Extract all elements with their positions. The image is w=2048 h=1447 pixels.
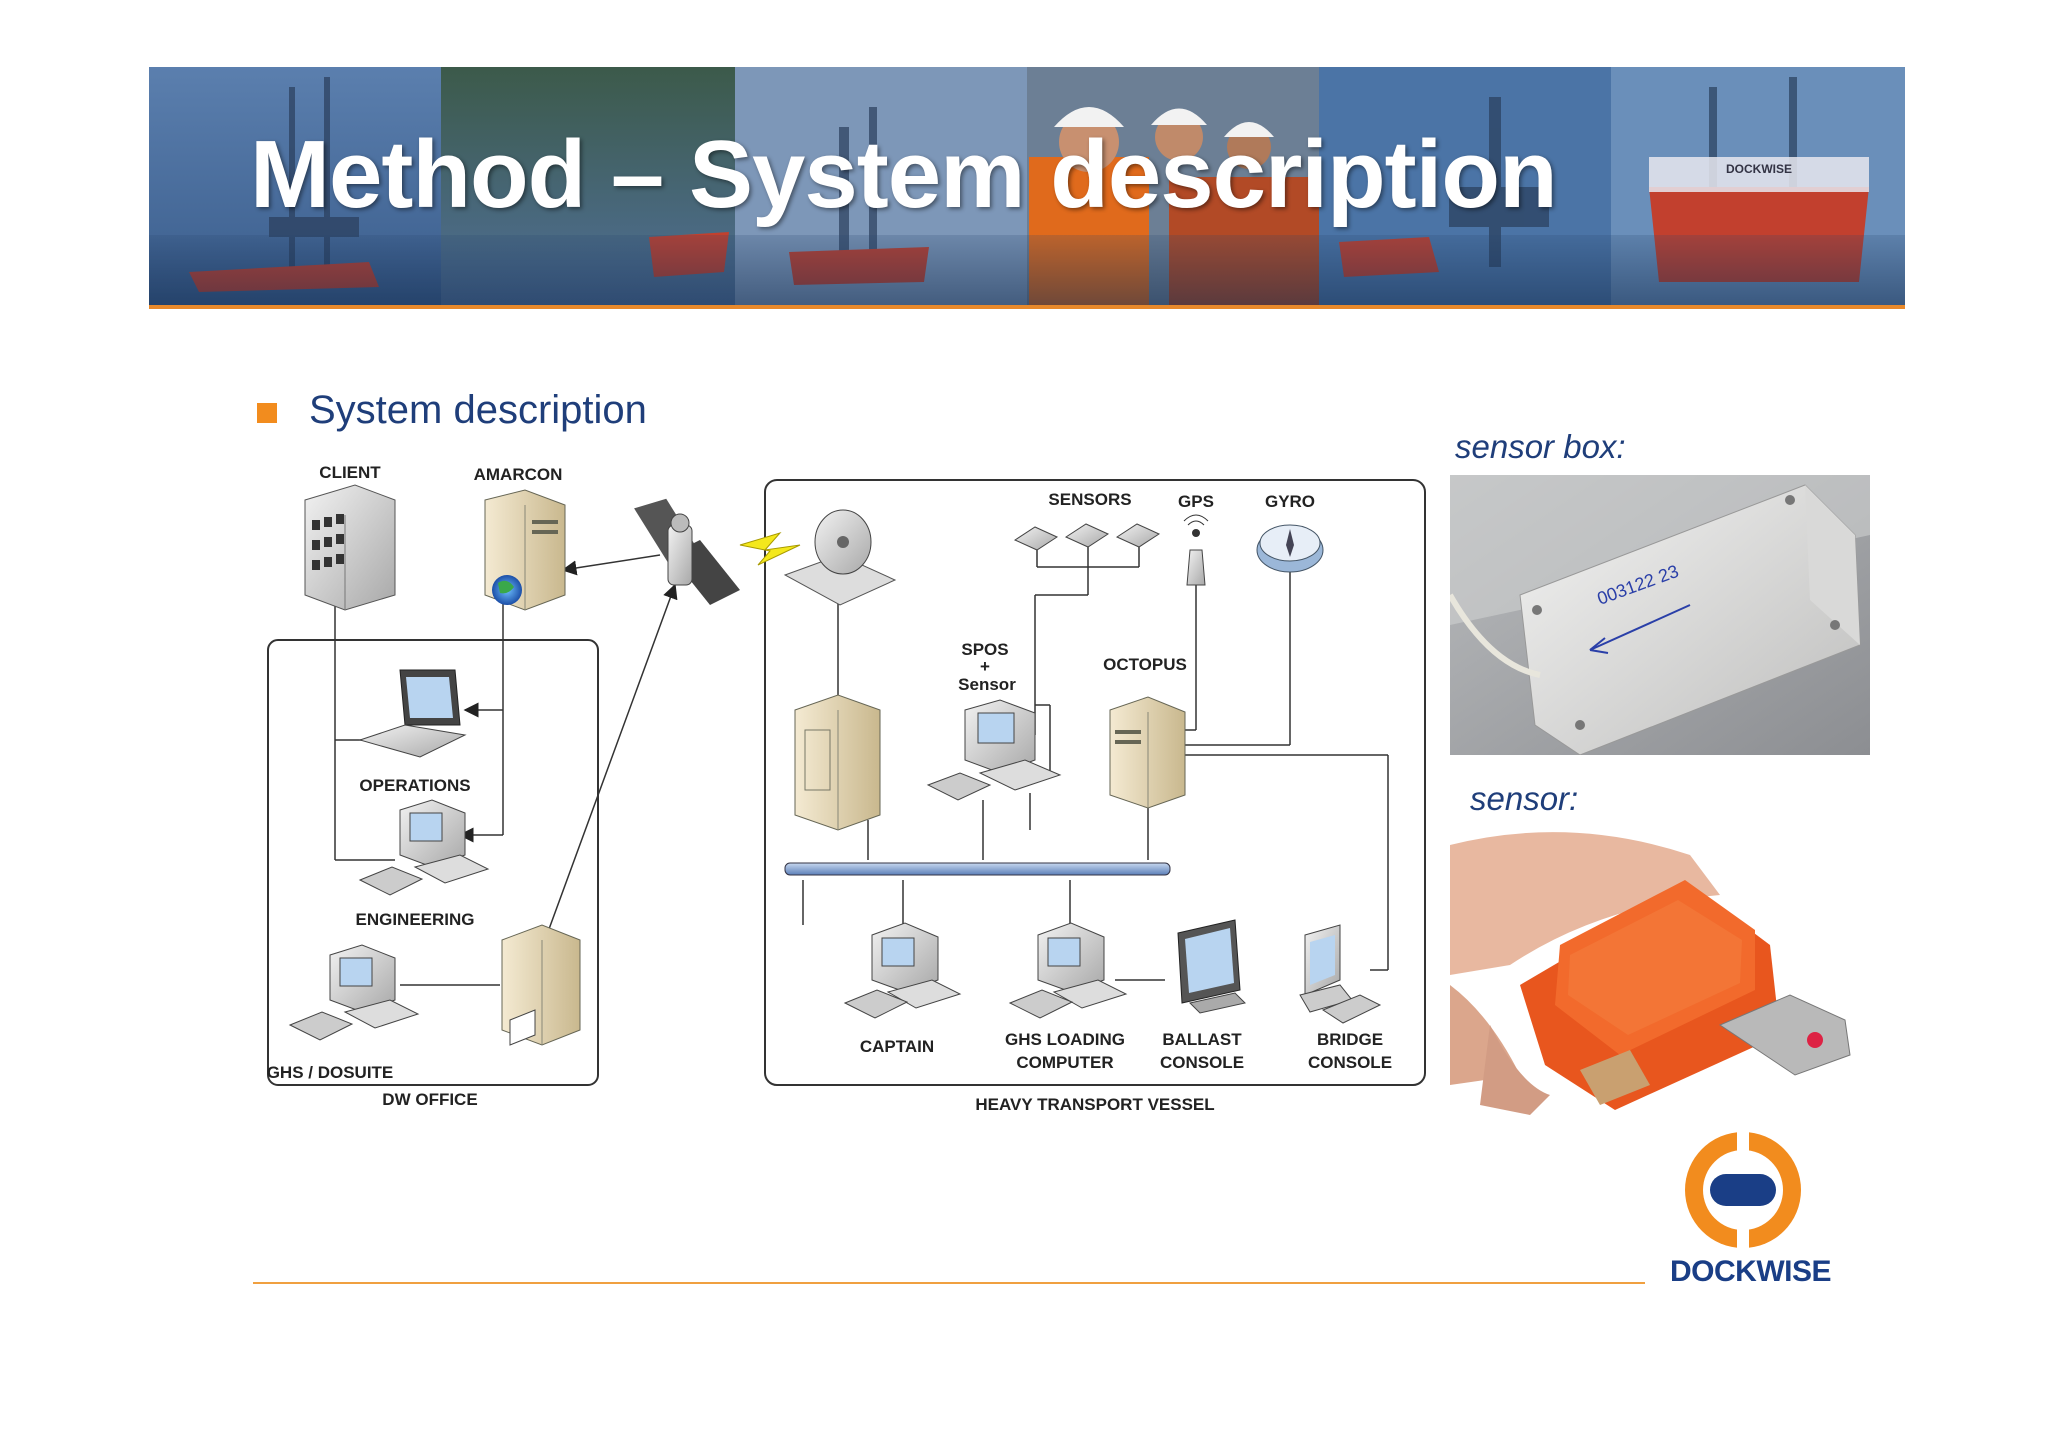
label-gps: GPS [1178,492,1214,511]
label-ghs-dosuite: GHS / DOSUITE [267,1063,394,1082]
label-dw-office: DW OFFICE [382,1090,477,1109]
captain-computer-icon [843,922,962,1019]
label-operations: OPERATIONS [359,776,470,795]
gyro-compass-icon [1256,524,1324,573]
label-sensors: SENSORS [1048,490,1131,509]
label-spos-1: SPOS [961,640,1008,659]
label-spos-3: Sensor [958,675,1016,694]
sensor-label: sensor: [1470,780,1579,817]
sensor-box-photo: 003122 23 [1450,475,1870,755]
octopus-server-icon [1109,696,1186,809]
satellite-icon [634,498,801,605]
label-engineering: ENGINEERING [355,910,474,929]
label-bridge-2: CONSOLE [1308,1053,1392,1072]
label-client: CLIENT [319,463,381,482]
label-octopus: OCTOPUS [1103,655,1187,674]
page-title: Method – System description [250,121,1558,228]
dockwise-logo-icon [1685,1130,1801,1250]
label-ghs-loading-2: COMPUTER [1016,1053,1113,1072]
sensor-photo [1450,825,1870,1115]
brand-name: DOCKWISE [1670,1255,1832,1288]
label-amarcon: AMARCON [474,465,563,484]
spos-computer-icon [926,699,1062,801]
gps-antenna-icon [1183,514,1209,586]
ghs-loading-computer-icon [1008,922,1128,1019]
bullet-square [257,403,277,423]
label-spos-2: + [980,657,990,676]
vessel-server-icon [794,694,881,831]
label-captain: CAPTAIN [860,1037,934,1056]
footer-divider [253,1282,1645,1284]
label-gyro: GYRO [1265,492,1315,511]
satellite-dish-icon [783,509,897,606]
operations-laptop-icon [358,669,467,758]
amarcon-server-icon [484,489,566,611]
bridge-console-icon [1299,924,1382,1024]
office-server-icon [501,924,581,1046]
label-ballast-1: BALLAST [1162,1030,1242,1049]
network-bus [784,862,1171,876]
client-building-icon [304,484,396,611]
sensors-icon [1013,523,1161,551]
sensor-box-label: sensor box: [1455,428,1626,465]
vessel-box [764,479,1426,1086]
header-banner: DOCKWISE [149,67,1905,309]
section-heading: System description [309,388,647,432]
ghs-dosuite-computer-icon [288,944,420,1041]
ballast-console-icon [1177,919,1246,1014]
label-ballast-2: CONSOLE [1160,1053,1244,1072]
system-diagram: CLIENT AMARCON SENSORS [267,463,1426,1114]
dw-office-box [267,639,599,1086]
label-ghs-loading-1: GHS LOADING [1005,1030,1125,1049]
label-bridge-1: BRIDGE [1317,1030,1383,1049]
engineering-computer-icon [358,799,490,896]
ship-marking: DOCKWISE [1726,162,1792,176]
label-heavy-transport-vessel: HEAVY TRANSPORT VESSEL [975,1095,1214,1114]
